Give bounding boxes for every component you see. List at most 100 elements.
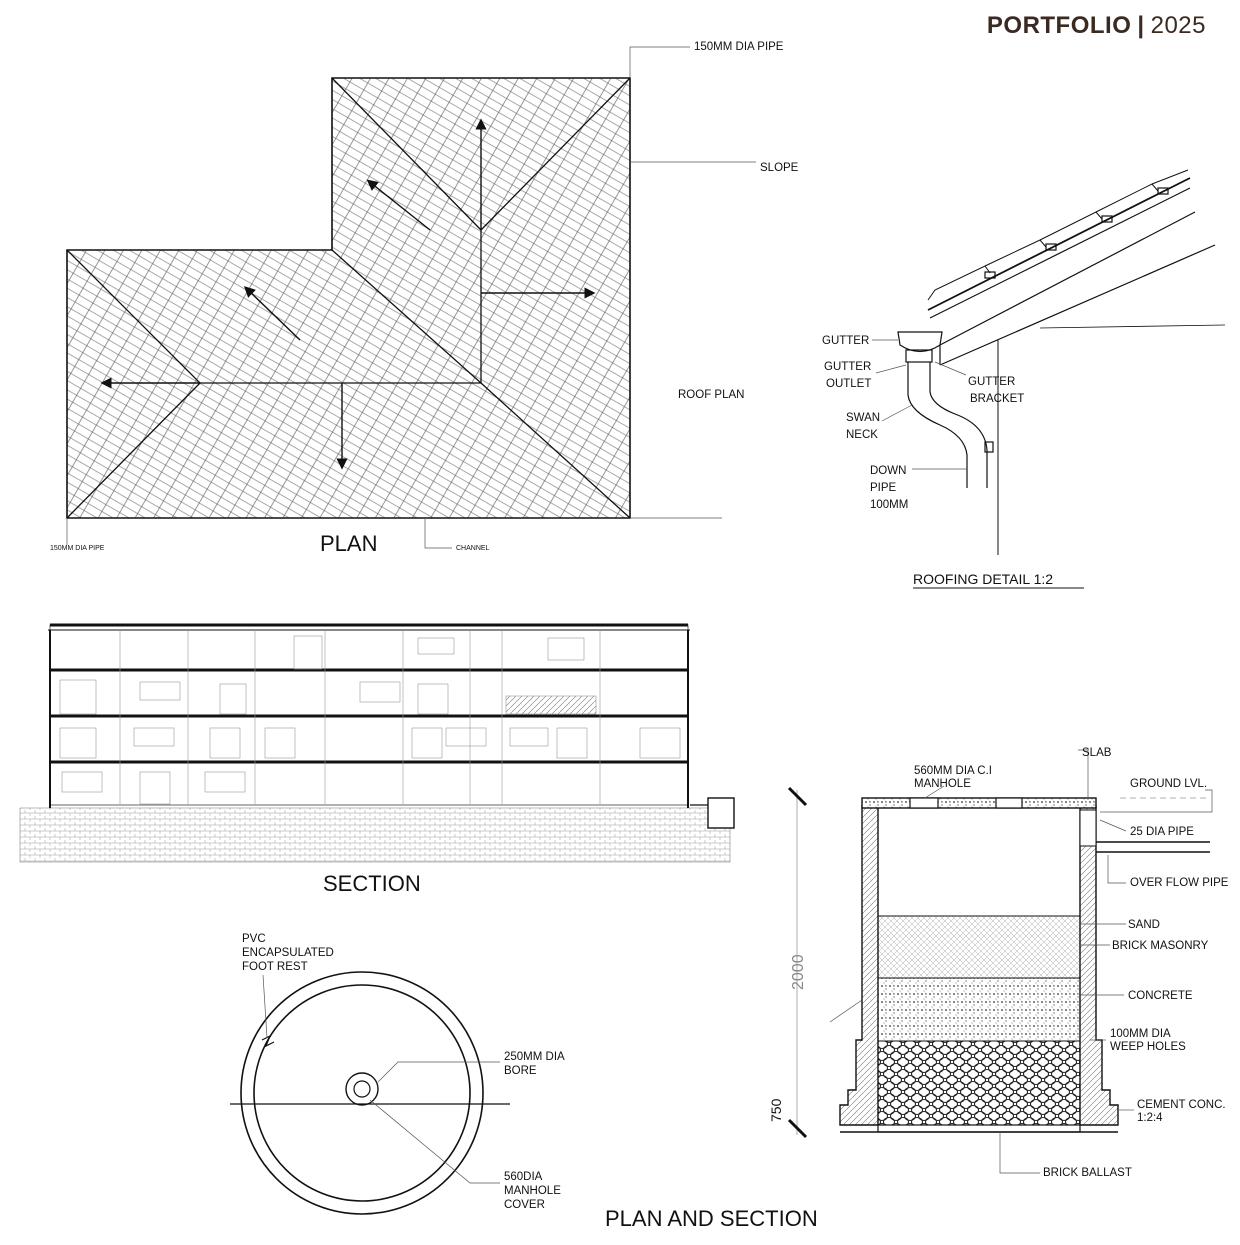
ballast-layer [877, 1040, 1081, 1126]
hip-line [331, 77, 482, 231]
label-cement-1: CEMENT CONC. [1137, 1099, 1226, 1111]
tile-clip [1101, 215, 1113, 223]
label-ground: GROUND LVL. [1130, 778, 1207, 790]
sheet-header: PORTFOLIO|2025 [987, 12, 1206, 40]
bore-inner [353, 1080, 371, 1098]
roof-plan-title: PLAN [320, 531, 377, 556]
roof-plan-subtitle: ROOF PLAN [678, 389, 744, 401]
hip-line [66, 382, 201, 519]
label-bore-2: BORE [504, 1065, 537, 1077]
slope-arrows [100, 118, 596, 470]
label-gutter-bracket-1: GUTTER [968, 376, 1015, 388]
pit-pipes [1079, 797, 1210, 853]
label-bore-1: 250MM DIA [504, 1051, 565, 1063]
gutter-outlet [905, 349, 933, 363]
plan-leaders [262, 974, 500, 1184]
label-brick: BRICK MASONRY [1112, 940, 1209, 952]
label-cover-1: 560DIA [504, 1171, 543, 1183]
label-foot-rest-3: FOOT REST [242, 961, 308, 973]
label-manhole-2: MANHOLE [914, 778, 971, 790]
tile-clip [1045, 243, 1057, 251]
rafter-line [939, 244, 1216, 366]
label-manhole-1: 560MM DIA C.I [914, 765, 992, 777]
slope-arrow [243, 286, 301, 341]
detail-leaders [872, 339, 967, 470]
sand-layer [877, 915, 1081, 979]
roofing-detail: GUTTER GUTTER OUTLET GUTTER BRACKET SWAN… [822, 169, 1226, 589]
dim-total: 2000 [790, 954, 807, 990]
label-sand: SAND [1128, 919, 1160, 931]
label-gutter-bracket-2: BRACKET [970, 393, 1024, 405]
pit-section: 2000 750 [605, 747, 1229, 1231]
plan-and-section-title: PLAN AND SECTION [605, 1206, 818, 1231]
pipe-clamp [984, 441, 994, 453]
label-concrete: CONCRETE [1128, 990, 1193, 1002]
fascia-line [1039, 324, 1226, 329]
label-slab: SLAB [1082, 747, 1112, 759]
manhole-frame [995, 797, 1023, 809]
hip-line [66, 249, 201, 384]
right-wall [1079, 805, 1119, 1126]
label-slope: SLOPE [760, 162, 799, 174]
label-pipe-top: 150MM DIA PIPE [694, 41, 784, 53]
label-gutter-outlet-1: GUTTER [824, 361, 871, 373]
roof-plan: 150MM DIA PIPE SLOPE ROOF PLAN 150MM DIA… [50, 41, 799, 556]
tile-clip [984, 271, 996, 279]
left-wall [839, 805, 879, 1126]
roofing-detail-title: ROOFING DETAIL 1:2 [913, 571, 1053, 587]
label-gutter: GUTTER [822, 335, 869, 347]
label-foot-rest-2: ENCAPSULATED [242, 947, 334, 959]
header-title: PORTFOLIO [986, 12, 1132, 39]
inner-ring [253, 984, 471, 1202]
concrete-layer [877, 977, 1081, 1042]
slope-arrow [366, 179, 431, 231]
label-pipe-bottom: 150MM DIA PIPE [50, 545, 105, 552]
label-foot-rest-1: PVC [242, 933, 266, 945]
label-channel: CHANNEL [456, 545, 490, 552]
rafter-line [939, 211, 1196, 346]
label-down-pipe-1: DOWN [870, 465, 906, 477]
tile-line [927, 177, 1191, 311]
swan-neck-inner [929, 362, 988, 488]
outer-ring [240, 971, 484, 1215]
gutter-assembly [897, 331, 994, 488]
bore-outer [345, 1072, 379, 1106]
label-pipe25: 25 DIA PIPE [1130, 826, 1194, 838]
label-cover-2: MANHOLE [504, 1185, 561, 1197]
label-gutter-outlet-2: OUTLET [826, 378, 871, 390]
gutter [897, 331, 943, 353]
label-down-pipe-3: 100MM [870, 499, 908, 511]
dim-base: 750 [768, 1098, 784, 1122]
building-section: SECTION [19, 623, 735, 896]
roof-outline [66, 77, 631, 519]
label-down-pipe-2: PIPE [870, 482, 897, 494]
foot-rest [261, 1034, 275, 1048]
header-separator: | [1137, 12, 1145, 39]
hip-line [480, 382, 631, 519]
label-swan-neck-2: NECK [846, 429, 878, 441]
pit-leaders [829, 749, 1213, 1174]
label-cover-3: COVER [504, 1199, 545, 1211]
top-slab [861, 797, 1097, 809]
swan-neck [907, 362, 968, 488]
manhole-frame [909, 797, 939, 809]
label-weep-1: 100MM DIA [1110, 1028, 1171, 1040]
label-overflow: OVER FLOW PIPE [1130, 877, 1229, 889]
manhole-plan: PVC ENCAPSULATED FOOT REST 250MM DIA BOR… [230, 933, 565, 1215]
dimension-line [787, 786, 808, 1139]
section-title: SECTION [323, 871, 421, 896]
header-year: 2025 [1150, 12, 1206, 39]
label-weep-2: WEEP HOLES [1110, 1041, 1186, 1053]
roof-leaders [66, 46, 756, 549]
valley-line [331, 249, 482, 384]
label-cement-2: 1:2:4 [1137, 1112, 1163, 1124]
tile-clip [1157, 187, 1169, 195]
label-swan-neck-1: SWAN [846, 412, 880, 424]
base-slab [877, 1124, 1081, 1133]
ground-hatch [19, 807, 731, 863]
label-ballast: BRICK BALLAST [1043, 1167, 1132, 1179]
section-partitions [59, 630, 681, 805]
section-pit [707, 797, 735, 829]
